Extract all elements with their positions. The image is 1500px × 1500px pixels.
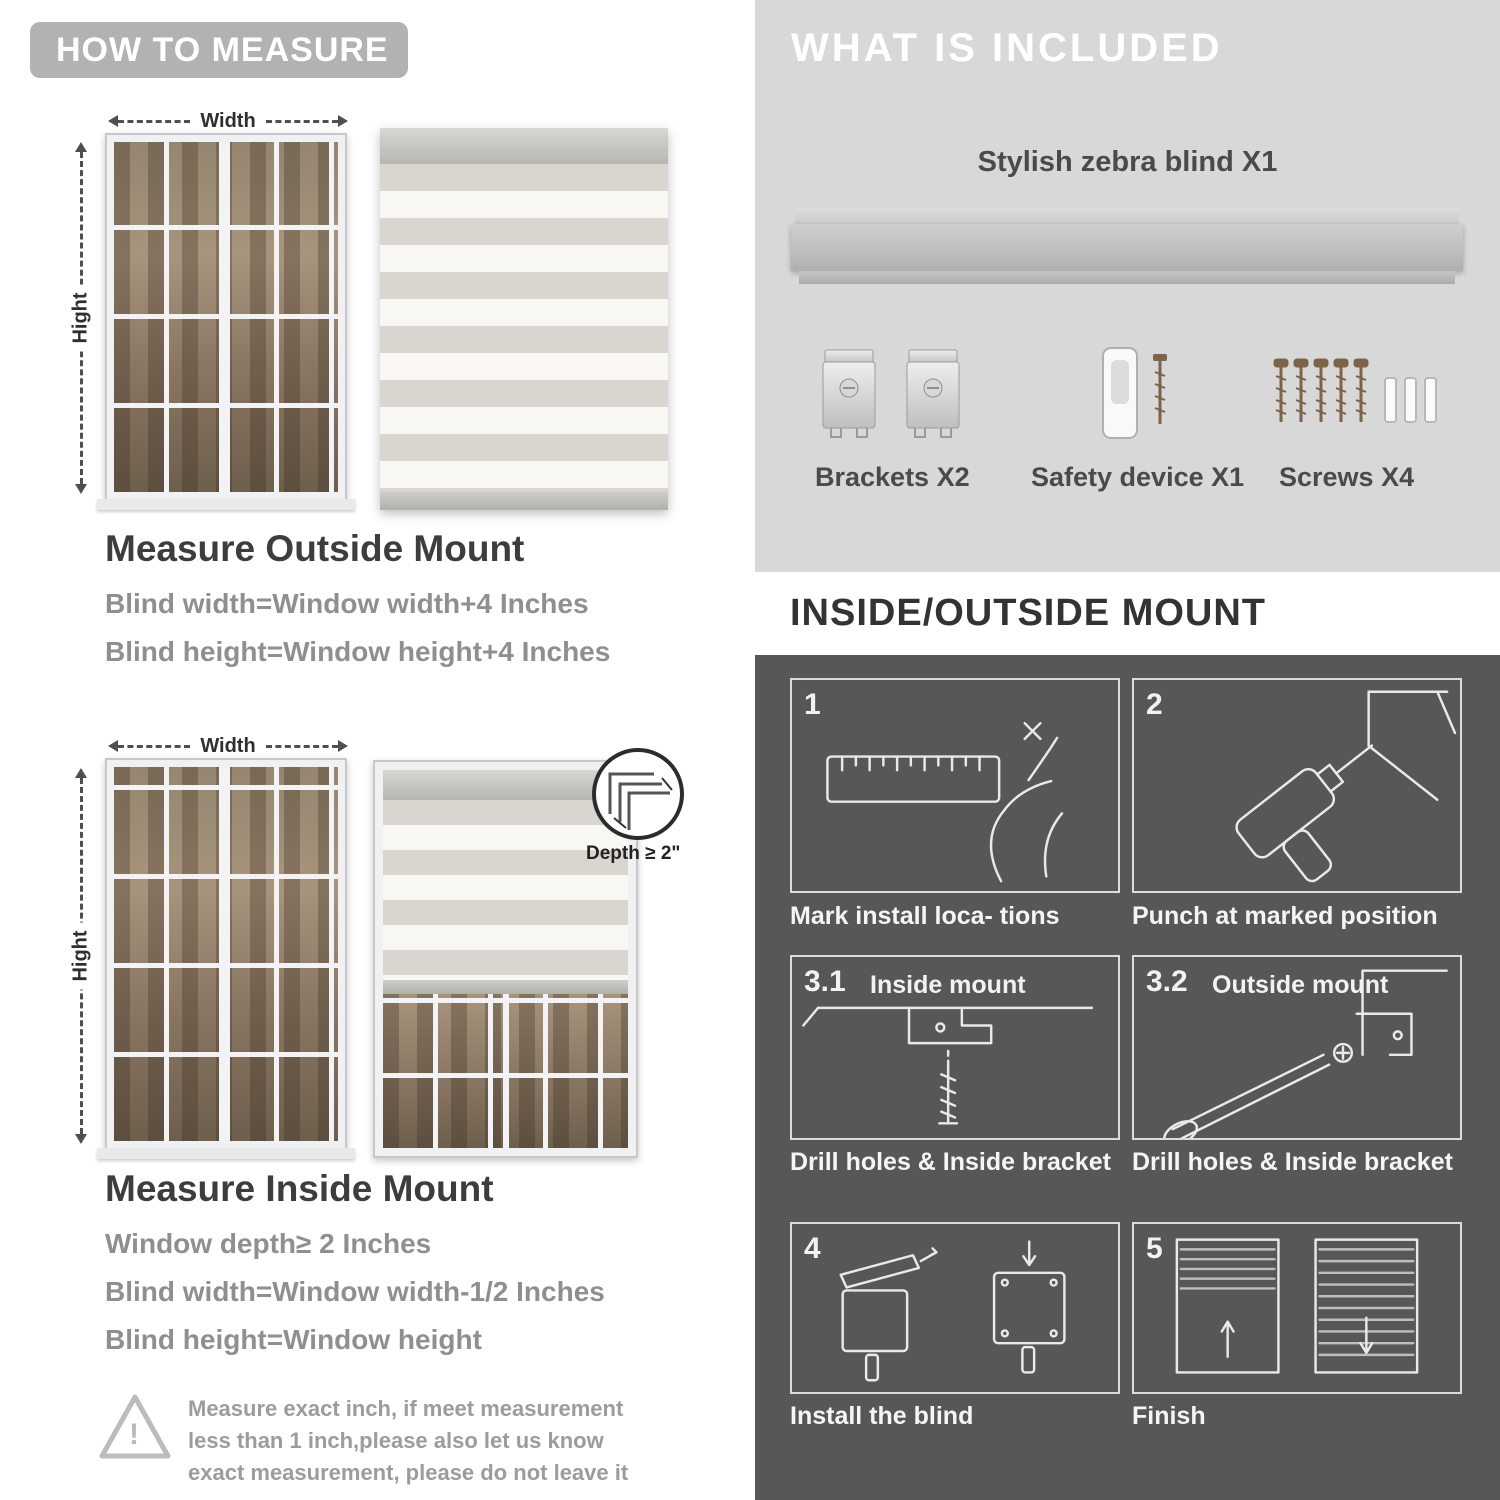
outside-formula-2: Blind height=Window height+4 Inches xyxy=(105,636,611,667)
step-number: 3.1 xyxy=(804,965,846,998)
step-3-2-caption: Drill holes & Inside bracket xyxy=(1132,1148,1453,1176)
step-number: 4 xyxy=(804,1232,821,1265)
inside-bracket-illustration xyxy=(802,1006,1094,1125)
what-is-included-header: WHAT IS INCLUDED xyxy=(791,26,1223,70)
drill-illustration xyxy=(1235,690,1457,883)
inside-height-arrow: Hight xyxy=(67,768,95,1144)
step-4-panel: 4 xyxy=(790,1222,1120,1394)
step-title: Inside mount xyxy=(870,971,1026,999)
blind-bottom-rail xyxy=(383,980,628,994)
finish-illustration xyxy=(1175,1238,1419,1374)
mount-steps-panel xyxy=(755,655,1500,1500)
arrow-left-icon xyxy=(108,740,118,752)
outside-width-label: Width xyxy=(200,109,256,132)
arrow-left-icon xyxy=(108,115,118,127)
step-3-1-panel: 3.1 Inside mount xyxy=(790,955,1120,1140)
blind-bottom-rail xyxy=(380,492,668,510)
inside-mount-heading: Measure Inside Mount xyxy=(105,1168,494,1209)
step-number: 2 xyxy=(1146,688,1163,721)
zebra-blind-illustration-outside xyxy=(380,128,668,510)
step-1-caption: Mark install loca- tions xyxy=(790,902,1060,930)
outside-formula-1: Blind width=Window width+4 Inches xyxy=(105,588,589,619)
arrow-down-icon xyxy=(75,1134,87,1144)
blind-stripes xyxy=(383,800,628,980)
warning-exclamation: ! xyxy=(129,1418,139,1451)
step-2-panel: 2 xyxy=(1132,678,1462,893)
warning-text: Measure exact inch, if meet measurement … xyxy=(188,1396,629,1485)
arrow-up-icon xyxy=(75,142,87,152)
depth-callout-label: Depth ≥ 2" xyxy=(586,843,681,864)
blind-cassette xyxy=(383,770,628,800)
outside-height-arrow: Hight xyxy=(67,142,95,494)
mark-locations-illustration xyxy=(826,721,1064,883)
window-glass xyxy=(114,767,338,1141)
outside-mount-heading: Measure Outside Mount xyxy=(105,528,525,569)
inside-formula-1: Window depth≥ 2 Inches xyxy=(105,1228,432,1259)
step-number: 3.2 xyxy=(1146,965,1188,998)
window-illustration-outside xyxy=(97,133,355,510)
step-5-panel: 5 xyxy=(1132,1222,1462,1394)
step-title: Outside mount xyxy=(1212,971,1389,999)
what-is-included-section: WHAT IS INCLUDED Stylish zebra blind X1 xyxy=(755,0,1500,572)
window-illustration-inside xyxy=(97,758,355,1159)
mount-section-header: INSIDE/OUTSIDE MOUNT xyxy=(790,592,1267,634)
screws-icon xyxy=(1273,358,1437,423)
arrow-down-icon xyxy=(75,484,87,494)
window-glass xyxy=(114,142,338,492)
warning-triangle-icon xyxy=(99,1394,171,1459)
depth-magnifier-icon xyxy=(592,748,684,840)
outside-width-arrow: Width xyxy=(108,109,349,132)
step-3-1-caption: Drill holes & Inside bracket xyxy=(790,1148,1111,1176)
outside-height-label: Hight xyxy=(67,284,95,352)
how-to-measure-header: HOW TO MEASURE xyxy=(30,22,408,78)
install-blind-illustration xyxy=(839,1240,1066,1382)
blind-cassette xyxy=(380,128,668,164)
brackets-label: Brackets X2 xyxy=(815,462,970,492)
step-3-2-panel: 3.2 Outside mount xyxy=(1132,955,1462,1140)
arrow-right-icon xyxy=(338,115,349,127)
inside-width-arrow: Width xyxy=(108,734,349,757)
screws-label: Screws X4 xyxy=(1279,462,1415,492)
outside-bracket-illustration xyxy=(1163,969,1448,1138)
brackets-icon xyxy=(822,349,876,438)
inside-width-label: Width xyxy=(200,734,256,757)
inside-height-label: Hight xyxy=(67,922,95,990)
inside-formula-2: Blind width=Window width-1/2 Inches xyxy=(105,1276,605,1307)
inside-formula-3: Blind height=Window height xyxy=(105,1324,482,1355)
window-glass xyxy=(383,994,628,1148)
step-1-panel: 1 xyxy=(790,678,1120,893)
step-number: 5 xyxy=(1146,1232,1163,1265)
blind-product-label: Stylish zebra blind X1 xyxy=(977,146,1278,178)
arrow-up-icon xyxy=(75,768,87,778)
zebra-blind-illustration-inside xyxy=(373,760,638,1158)
step-5-caption: Finish xyxy=(1132,1402,1206,1430)
arrow-right-icon xyxy=(338,740,349,752)
safety-device-icon xyxy=(1102,347,1167,439)
headrail-illustration xyxy=(791,208,1463,284)
step-4-caption: Install the blind xyxy=(790,1402,974,1430)
safety-device-label: Safety device X1 xyxy=(1031,462,1245,492)
window-corner-detail xyxy=(608,772,673,830)
step-2-caption: Punch at marked position xyxy=(1132,902,1438,930)
brackets-icon xyxy=(906,349,960,438)
blind-stripes xyxy=(380,164,668,492)
step-number: 1 xyxy=(804,688,821,721)
